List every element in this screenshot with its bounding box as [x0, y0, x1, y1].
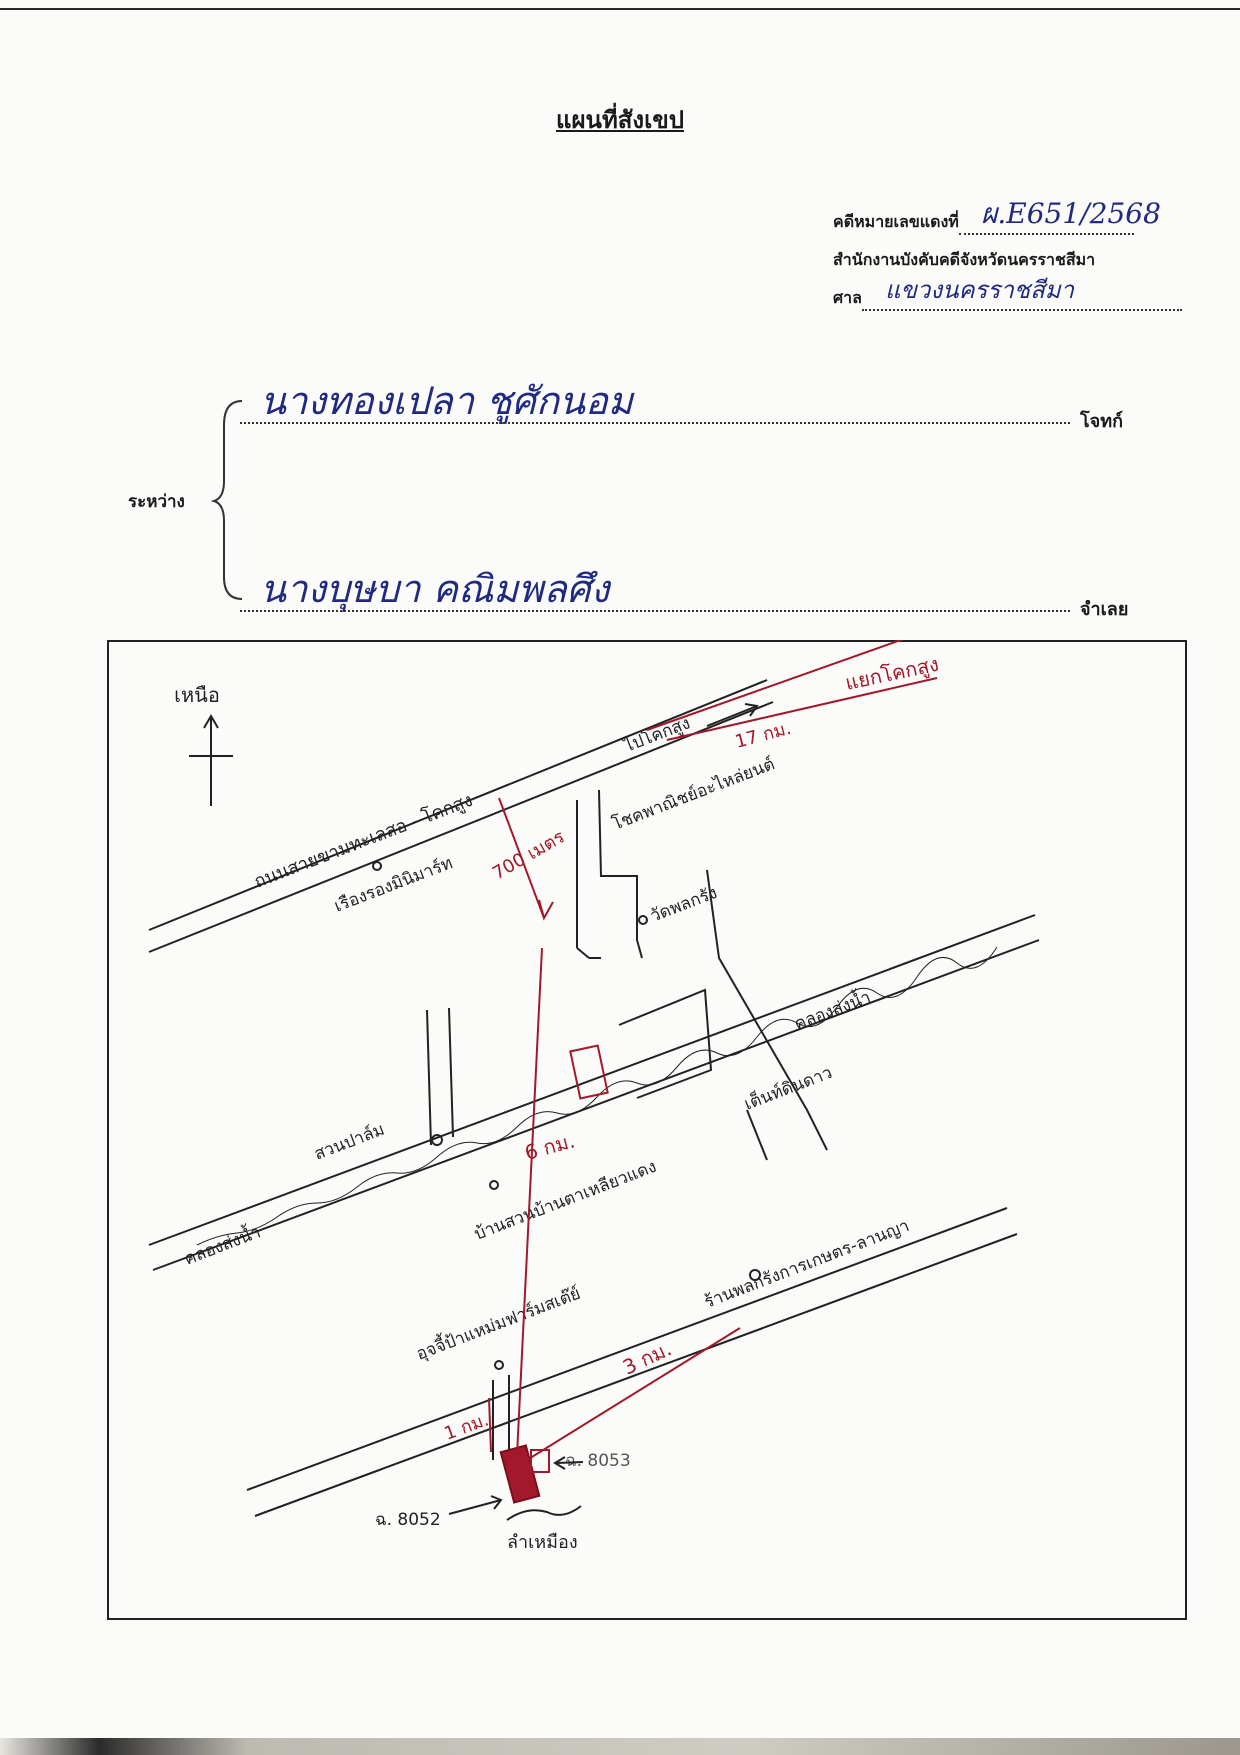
- canal-left-label: คลองส่งน้ำ: [181, 1219, 264, 1269]
- north-arrow-icon: [189, 714, 233, 806]
- plaintiff-dots: [240, 422, 1070, 424]
- side-road-to-south: [706, 869, 828, 1161]
- wat-label: วัดพลกรัง: [648, 883, 720, 927]
- shop-label: โชคพาณิชย์อะไหล่ยนต์: [609, 753, 777, 834]
- rueang-marker-icon: [372, 861, 382, 871]
- lower-road: [246, 1207, 1018, 1517]
- court-line: ศาล แขวงนครราชสีมา: [833, 276, 1203, 324]
- court-dots: [861, 287, 1182, 311]
- case-number-label: คดีหมายเลขแดงที่: [833, 212, 959, 231]
- canal-right-label: คลองส่งน้ำ: [791, 984, 874, 1034]
- left-lane: [426, 1007, 454, 1146]
- plot-8053-label: ฉ. 8053: [565, 1451, 631, 1471]
- canal: [148, 914, 1040, 1271]
- farm-label: อุจจี้ป้าแหม่มฟาร์มสเต๊ย์: [413, 1281, 584, 1365]
- garden-label: สวนปาล์ม: [312, 1120, 388, 1165]
- side-road-vertical: [576, 789, 643, 959]
- case-info-block: คดีหมายเลขแดงที่ ผ.E651/2568 สำนักงานบัง…: [833, 197, 1203, 324]
- to-kok-sung-arrow-icon: [706, 703, 759, 727]
- road-top-label: ถนนสายขามทะเลสอ - โคกสูง: [251, 789, 476, 893]
- to-kok-sung-label: ไปโคกสูง: [619, 712, 693, 757]
- party-brace: [210, 400, 243, 600]
- garden-marker-icon: [431, 1134, 443, 1146]
- plaintiff-role: โจทก์: [1080, 411, 1123, 432]
- coop-marker-icon: [749, 1269, 761, 1281]
- case-number-line: คดีหมายเลขแดงที่ ผ.E651/2568: [833, 197, 1203, 248]
- pond-label: เต็นท์ดินดาว: [741, 1061, 835, 1115]
- case-number-dots: [958, 211, 1134, 235]
- court-label: ศาล: [833, 288, 862, 307]
- lam-label: ลำเหมือง: [507, 1532, 578, 1553]
- scan-bottom-edge: [0, 1738, 1240, 1755]
- between-label: ระหว่าง: [128, 492, 185, 512]
- wat-marker-icon: [638, 915, 648, 925]
- plot-lane: [492, 1375, 510, 1460]
- farm-marker-icon: [494, 1360, 504, 1370]
- dist-6km-label: 6 กม.: [522, 1129, 577, 1165]
- court-value: แขวงนครราชสีมา: [885, 276, 1075, 304]
- defendant-dots: [240, 610, 1070, 612]
- lam-stream: [506, 1505, 582, 1521]
- plot-8053-arrow-icon: [553, 1456, 584, 1470]
- village-marker-icon: [489, 1180, 499, 1190]
- map-border: [107, 640, 1187, 1620]
- sketch-map: เหนือ ถนนสายขามทะเลสอ - โคกสูง ไปโคกสูง: [107, 640, 1187, 1620]
- plaintiff-name: นางทองเปลา ชูศักนอม: [260, 379, 633, 423]
- plot-8053-parcel: [530, 1449, 550, 1473]
- case-number-value: ผ.E651/2568: [981, 197, 1161, 230]
- top-border-line: [0, 8, 1240, 10]
- rueang-label: เรืองรองมินิมาร์ท: [332, 853, 456, 916]
- north-label: เหนือ: [174, 683, 220, 707]
- red-route: [488, 640, 938, 1461]
- plot-8052-arrow-icon: [448, 1495, 503, 1515]
- main-road-top: [148, 679, 774, 953]
- page-title: แผนที่สังเขป: [556, 106, 684, 134]
- defendant-role: จำเลย: [1080, 599, 1129, 620]
- village-label: บ้านสวนบ้านตาเหลียวแดง: [472, 1157, 660, 1245]
- defendant-name: นางบุษบา คณิมพลศึง: [260, 567, 610, 611]
- plot-8052-label: ฉ. 8052: [375, 1510, 441, 1530]
- mid-parcel: [569, 1044, 609, 1100]
- office-label: สำนักงานบังคับคดีจังหวัดนครราชสีมา: [833, 250, 1096, 269]
- building-outline: [618, 988, 713, 1099]
- office-line: สำนักงานบังคับคดีจังหวัดนครราชสีมา: [833, 248, 1203, 286]
- coop-label: ร้านพลกรังการเกษตร-ลานญา: [702, 1216, 913, 1313]
- plot-8052-parcel: [499, 1444, 541, 1504]
